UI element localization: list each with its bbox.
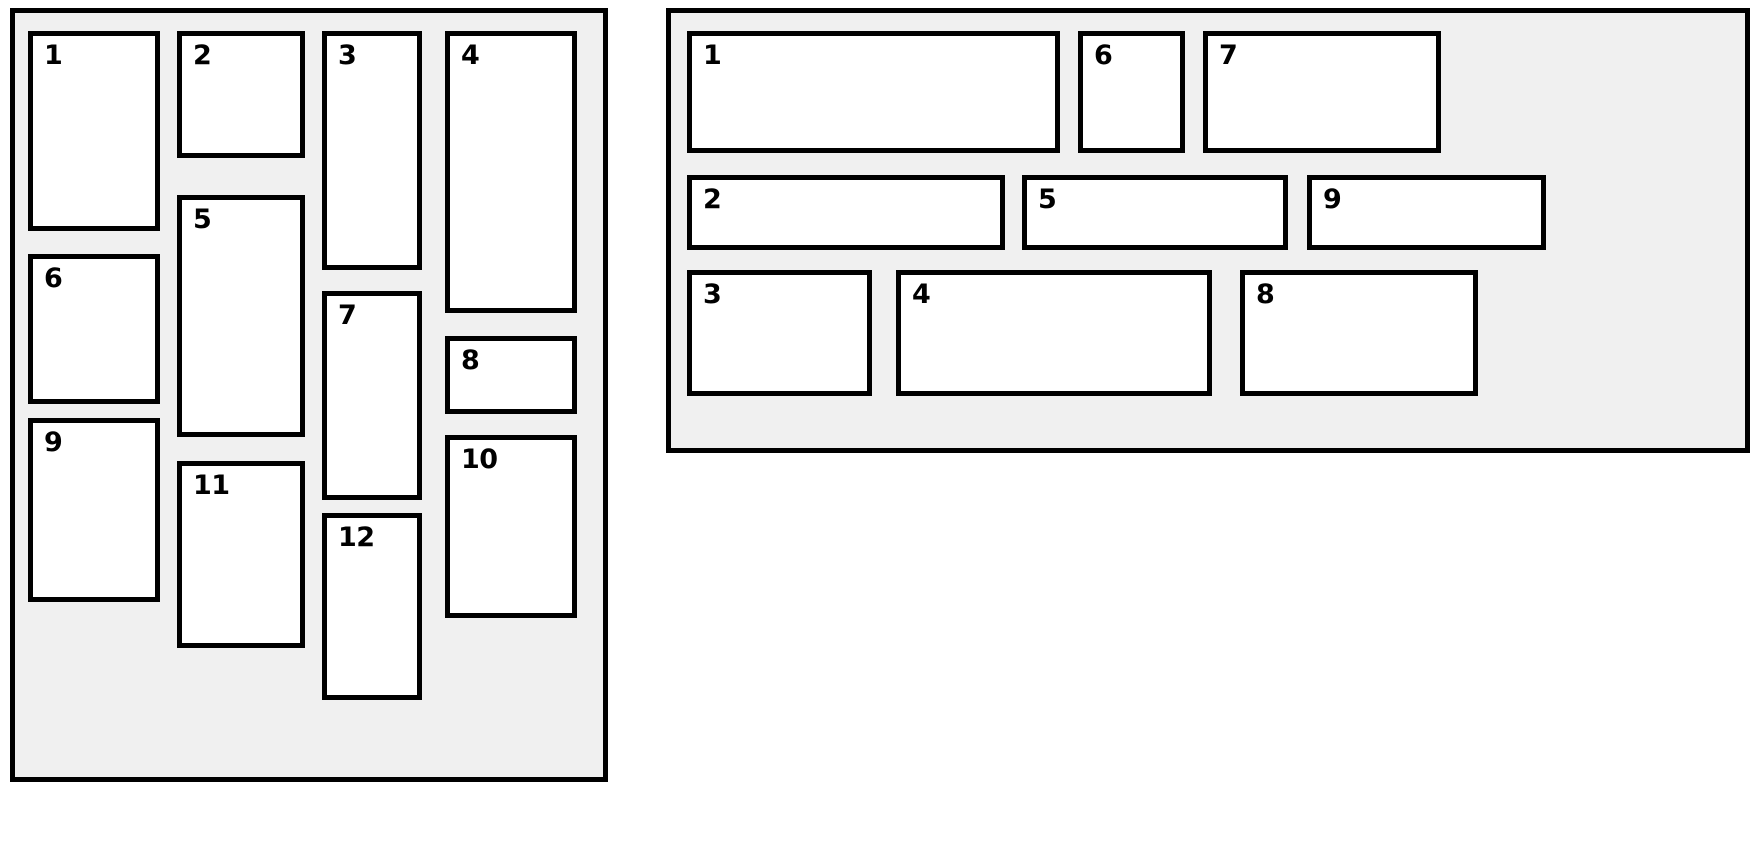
right-panel-cell-4[interactable]: 4 <box>896 270 1212 396</box>
cell-label: 12 <box>338 522 375 553</box>
cell-label: 7 <box>338 300 357 331</box>
left-panel-cell-9[interactable]: 9 <box>28 418 160 602</box>
right-panel-cell-1[interactable]: 1 <box>687 31 1060 153</box>
cell-label: 3 <box>703 279 722 310</box>
cell-label: 4 <box>912 279 931 310</box>
cell-label: 6 <box>1094 40 1113 71</box>
cell-label: 8 <box>1256 279 1275 310</box>
right-panel-cell-2[interactable]: 2 <box>687 175 1005 250</box>
right-panel-cell-6[interactable]: 6 <box>1078 31 1185 153</box>
cell-label: 8 <box>461 345 480 376</box>
right-panel-cell-5[interactable]: 5 <box>1022 175 1288 250</box>
left-panel-cell-11[interactable]: 11 <box>177 461 305 648</box>
left-panel-cell-6[interactable]: 6 <box>28 254 160 404</box>
right-panel-cell-8[interactable]: 8 <box>1240 270 1478 396</box>
left-panel-cell-1[interactable]: 1 <box>28 31 160 231</box>
cell-label: 11 <box>193 470 230 501</box>
right-panel: 1 6 7 2 5 9 3 4 8 <box>666 8 1750 453</box>
left-panel-cell-8[interactable]: 8 <box>445 336 577 414</box>
cell-label: 7 <box>1219 40 1238 71</box>
cell-label: 10 <box>461 444 498 475</box>
cell-label: 5 <box>1038 184 1057 215</box>
left-panel-cell-3[interactable]: 3 <box>322 31 422 270</box>
cell-label: 9 <box>44 427 63 458</box>
left-panel-cell-5[interactable]: 5 <box>177 195 305 437</box>
left-panel-cell-12[interactable]: 12 <box>322 513 422 700</box>
right-panel-cell-7[interactable]: 7 <box>1203 31 1441 153</box>
left-panel-cell-2[interactable]: 2 <box>177 31 305 158</box>
cell-label: 1 <box>703 40 722 71</box>
cell-label: 6 <box>44 263 63 294</box>
cell-label: 2 <box>193 40 212 71</box>
left-panel-cell-10[interactable]: 10 <box>445 435 577 618</box>
cell-label: 1 <box>44 40 63 71</box>
cell-label: 3 <box>338 40 357 71</box>
left-panel-cell-7[interactable]: 7 <box>322 291 422 500</box>
cell-label: 4 <box>461 40 480 71</box>
right-panel-cell-9[interactable]: 9 <box>1307 175 1546 250</box>
right-panel-cell-3[interactable]: 3 <box>687 270 872 396</box>
cell-label: 9 <box>1323 184 1342 215</box>
cell-label: 5 <box>193 204 212 235</box>
left-panel-cell-4[interactable]: 4 <box>445 31 577 313</box>
cell-label: 2 <box>703 184 722 215</box>
